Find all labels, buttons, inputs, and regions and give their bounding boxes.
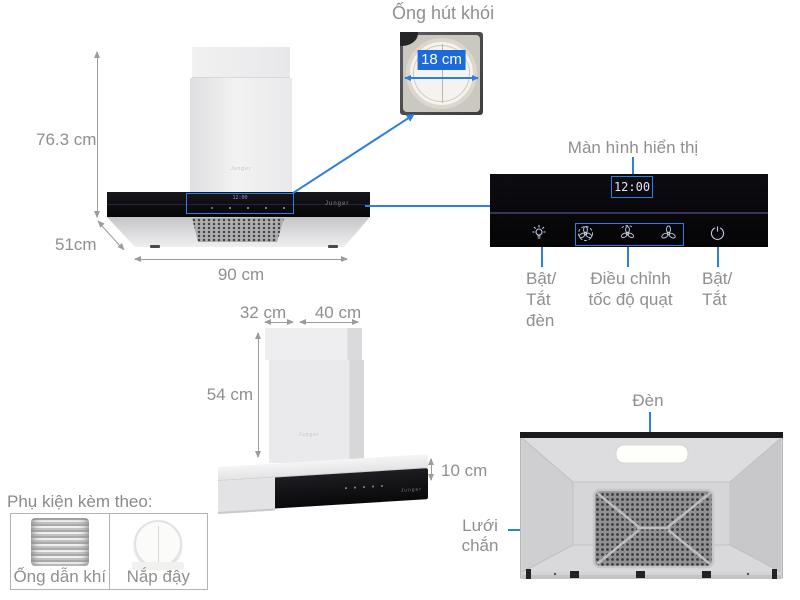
touch-dot xyxy=(354,486,356,489)
side-base-left-face xyxy=(218,477,275,514)
side-touch-buttons xyxy=(345,484,385,490)
light-toggle-label: Bật/ Tắt đèn xyxy=(526,269,557,330)
top-width-label: 40 cm xyxy=(314,303,362,322)
mesh-label: Lưới chắn xyxy=(461,516,499,555)
width-dimension-label: 90 cm xyxy=(217,265,265,284)
hood-foot xyxy=(328,245,338,248)
width-dimension-arrow xyxy=(134,256,348,262)
side-chimney-top xyxy=(265,328,362,360)
touch-dot xyxy=(229,207,231,209)
diameter-arrow xyxy=(404,75,479,81)
clock-highlight-box: 12:00 xyxy=(611,176,653,198)
lamp-label: Đèn xyxy=(632,391,664,410)
touch-dot xyxy=(211,207,213,209)
callout-arrow-to-duct-photo xyxy=(292,116,410,194)
hood-front-panel: Junger 12:00 xyxy=(107,192,370,217)
accessory-item-duct: Ống dẫn khí xyxy=(11,514,109,589)
accessories-title: Phụ kiện kèm theo: xyxy=(7,492,153,511)
panel-divider-line xyxy=(490,212,768,214)
panel-divider-line xyxy=(107,204,370,205)
fan-callout-line xyxy=(627,247,629,267)
diameter-badge: 18 cm xyxy=(417,50,466,70)
lamp-window xyxy=(615,444,689,464)
duct-collar-circle xyxy=(406,38,477,109)
accessory-item-cap: Nắp đậy xyxy=(108,514,208,589)
power-callout-line xyxy=(717,247,719,267)
front-touch-buttons xyxy=(211,207,287,209)
side-chimney-body: Junger xyxy=(269,360,364,463)
control-panel-closeup: 12:00 xyxy=(490,174,768,247)
light-bulb-icon xyxy=(530,224,548,242)
underside-view xyxy=(520,432,783,588)
hood-chimney-top xyxy=(192,47,290,78)
touch-dot xyxy=(283,207,285,209)
round-cap-icon xyxy=(132,520,185,570)
brand-logo: Junger xyxy=(298,432,320,438)
fan-speed-label: Điều chỉnh tốc độ quạt xyxy=(588,269,673,309)
control-area-highlight-box: 12:00 xyxy=(186,193,294,214)
accessories-box: Ống dẫn khí Nắp đậy xyxy=(10,513,208,590)
fan-speed-highlight-box xyxy=(575,223,684,246)
height-dimension-arrow xyxy=(94,51,100,218)
touch-dot xyxy=(381,484,383,488)
brand-logo: Junger xyxy=(325,201,350,207)
grease-filter-mesh xyxy=(192,218,284,242)
touch-dot xyxy=(247,207,249,209)
accessory-label: Nắp đậy xyxy=(126,567,190,586)
screen-callout-line xyxy=(632,157,634,175)
chimney-height-arrow xyxy=(255,332,261,458)
touch-dot xyxy=(345,487,347,490)
depth-dimension-label: 51cm xyxy=(55,235,97,254)
screen-label: Màn hình hiển thị xyxy=(567,138,699,157)
fan-speed-mid-icon xyxy=(619,225,637,243)
top-depth-arrow xyxy=(264,319,294,325)
hood-base-underside xyxy=(107,217,370,247)
clock-display: 12:00 xyxy=(613,180,651,194)
power-icon xyxy=(709,225,727,243)
touch-dot xyxy=(265,207,267,209)
fan-speed-low-icon xyxy=(660,225,678,243)
body-height-arrow xyxy=(428,458,434,481)
side-base: Junger xyxy=(218,454,428,515)
fan-speed-high-icon xyxy=(577,225,595,243)
body-height-label: 10 cm xyxy=(441,461,488,480)
brand-logo: Junger xyxy=(230,166,252,172)
chimney-height-label: 54 cm xyxy=(206,385,253,404)
flexible-duct-icon xyxy=(30,518,89,566)
top-width-arrow xyxy=(299,319,359,325)
light-callout-line xyxy=(541,247,543,267)
touch-dot xyxy=(372,485,374,488)
duct-photo: 18 cm xyxy=(400,32,483,115)
accessory-label: Ống dẫn khí xyxy=(13,567,107,586)
touch-dot xyxy=(363,486,365,489)
duct-seam-line xyxy=(441,44,443,103)
hood-foot xyxy=(150,245,160,248)
height-dimension-label: 76.3 cm xyxy=(36,130,97,149)
power-toggle-label: Bật/ Tắt xyxy=(702,269,733,309)
callout-line-to-panel xyxy=(365,205,490,207)
hood-chimney-body: Junger xyxy=(190,78,292,192)
top-depth-label: 32 cm xyxy=(239,303,287,322)
brand-logo: Junger xyxy=(400,486,422,494)
front-clock-display: 12:00 xyxy=(232,195,248,201)
duct-photo-title: Ống hút khói xyxy=(392,3,495,23)
